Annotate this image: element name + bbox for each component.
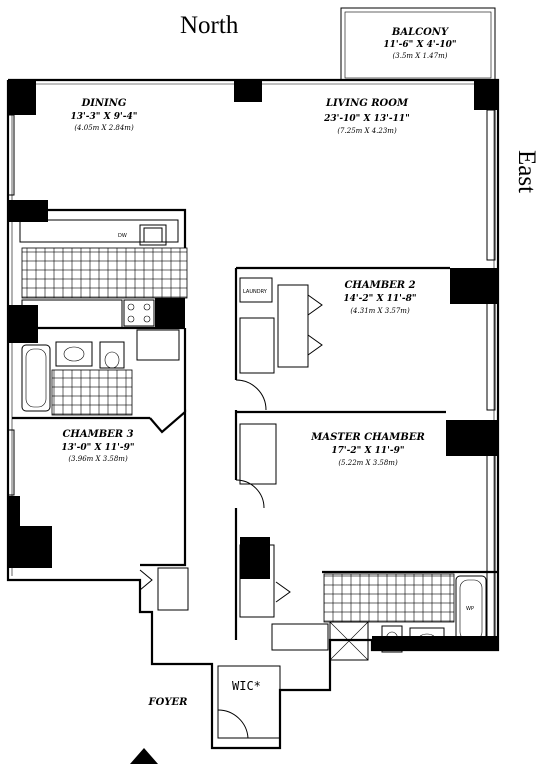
master-metric: (5.22m X 3.58m) <box>338 459 398 467</box>
chamber3-metric: (3.96m X 3.58m) <box>68 455 128 463</box>
kitchen: DW <box>12 208 188 330</box>
living-metric: (7.25m X 4.23m) <box>337 127 397 135</box>
chamber-2: LAUNDRY CHAMBER 2 14'-2" X 11'-8" (4.31m… <box>236 266 450 414</box>
living-name: LIVING ROOM <box>325 98 409 109</box>
east-label: East <box>513 150 540 193</box>
master-bathroom: WP <box>271 570 498 661</box>
columns <box>8 80 498 650</box>
hallway <box>183 268 267 640</box>
dining-metric: (4.05m X 2.84m) <box>74 124 134 132</box>
chamber3-dim: 13'-0" X 11'-9" <box>61 443 134 453</box>
north-label: North <box>180 12 239 39</box>
balcony-name: BALCONY <box>391 27 449 38</box>
laundry-label: LAUNDRY <box>243 289 268 295</box>
hall-bathroom <box>12 329 180 420</box>
balcony-metric: (3.5m X 1.47m) <box>393 52 448 60</box>
balcony: BALCONY 11'-6" X 4'-10" (3.5m X 1.47m) <box>340 7 496 81</box>
dining-dim: 13'-3" X 9'-4" <box>71 112 138 122</box>
chamber-3: CHAMBER 3 13'-0" X 11'-9" (3.96m X 3.58m… <box>61 409 189 611</box>
chamber2-dim: 14'-2" X 11'-8" <box>343 294 416 304</box>
living-dining-area: DINING 13'-3" X 9'-4" (4.05m X 2.84m) LI… <box>71 98 410 135</box>
wp-label: WP <box>466 606 474 612</box>
dishwasher-label: DW <box>118 233 127 239</box>
chamber3-name: CHAMBER 3 <box>62 429 133 440</box>
foyer-name: FOYER <box>148 697 188 708</box>
balcony-dim: 11'-6" X 4'-10" <box>383 40 456 50</box>
foyer: FOYER WIC* <box>130 665 281 764</box>
entrance-marker <box>130 748 158 764</box>
master-chamber: MASTER CHAMBER 17'-2" X 11'-9" (5.22m X … <box>239 423 425 618</box>
master-dim: 17'-2" X 11'-9" <box>331 446 404 456</box>
chamber2-metric: (4.31m X 3.57m) <box>350 307 410 315</box>
dining-name: DINING <box>81 98 127 109</box>
master-name: MASTER CHAMBER <box>310 432 425 443</box>
wic-label: WIC* <box>232 679 261 693</box>
chamber2-name: CHAMBER 2 <box>344 280 415 291</box>
living-dim: 23'-10" X 13'-11" <box>323 114 410 124</box>
